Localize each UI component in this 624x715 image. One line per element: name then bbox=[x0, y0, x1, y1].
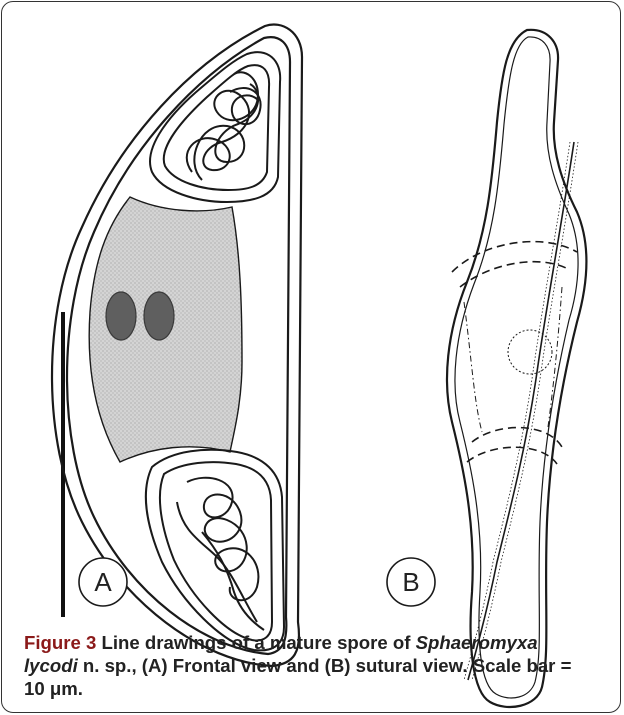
caption-text-part2: n. sp., (A) Frontal view and (B) sutural… bbox=[24, 655, 571, 699]
spore-b-outer-wall bbox=[447, 30, 586, 707]
panel-b-label: B bbox=[402, 567, 419, 597]
spore-b-sutural-view bbox=[447, 30, 586, 707]
figure-caption: Figure 3 Line drawings of a mature spore… bbox=[24, 631, 594, 700]
spore-a-nucleus-right bbox=[144, 292, 174, 340]
spore-a-nucleus-left bbox=[106, 292, 136, 340]
spore-a-polar-capsule-bottom bbox=[146, 450, 284, 651]
caption-species-epithet: lycodi bbox=[24, 655, 78, 676]
spore-b-inner-wall bbox=[455, 37, 578, 698]
figure-number-label: Figure 3 bbox=[24, 632, 96, 653]
caption-species-genus: Sphaeromyxa bbox=[416, 632, 538, 653]
caption-text-part1: Line drawings of a mature spore of bbox=[102, 632, 411, 653]
spore-a-polar-capsule-top bbox=[150, 52, 280, 202]
spore-b-central-dotted-circle bbox=[508, 330, 552, 374]
panel-a-label: A bbox=[94, 567, 112, 597]
